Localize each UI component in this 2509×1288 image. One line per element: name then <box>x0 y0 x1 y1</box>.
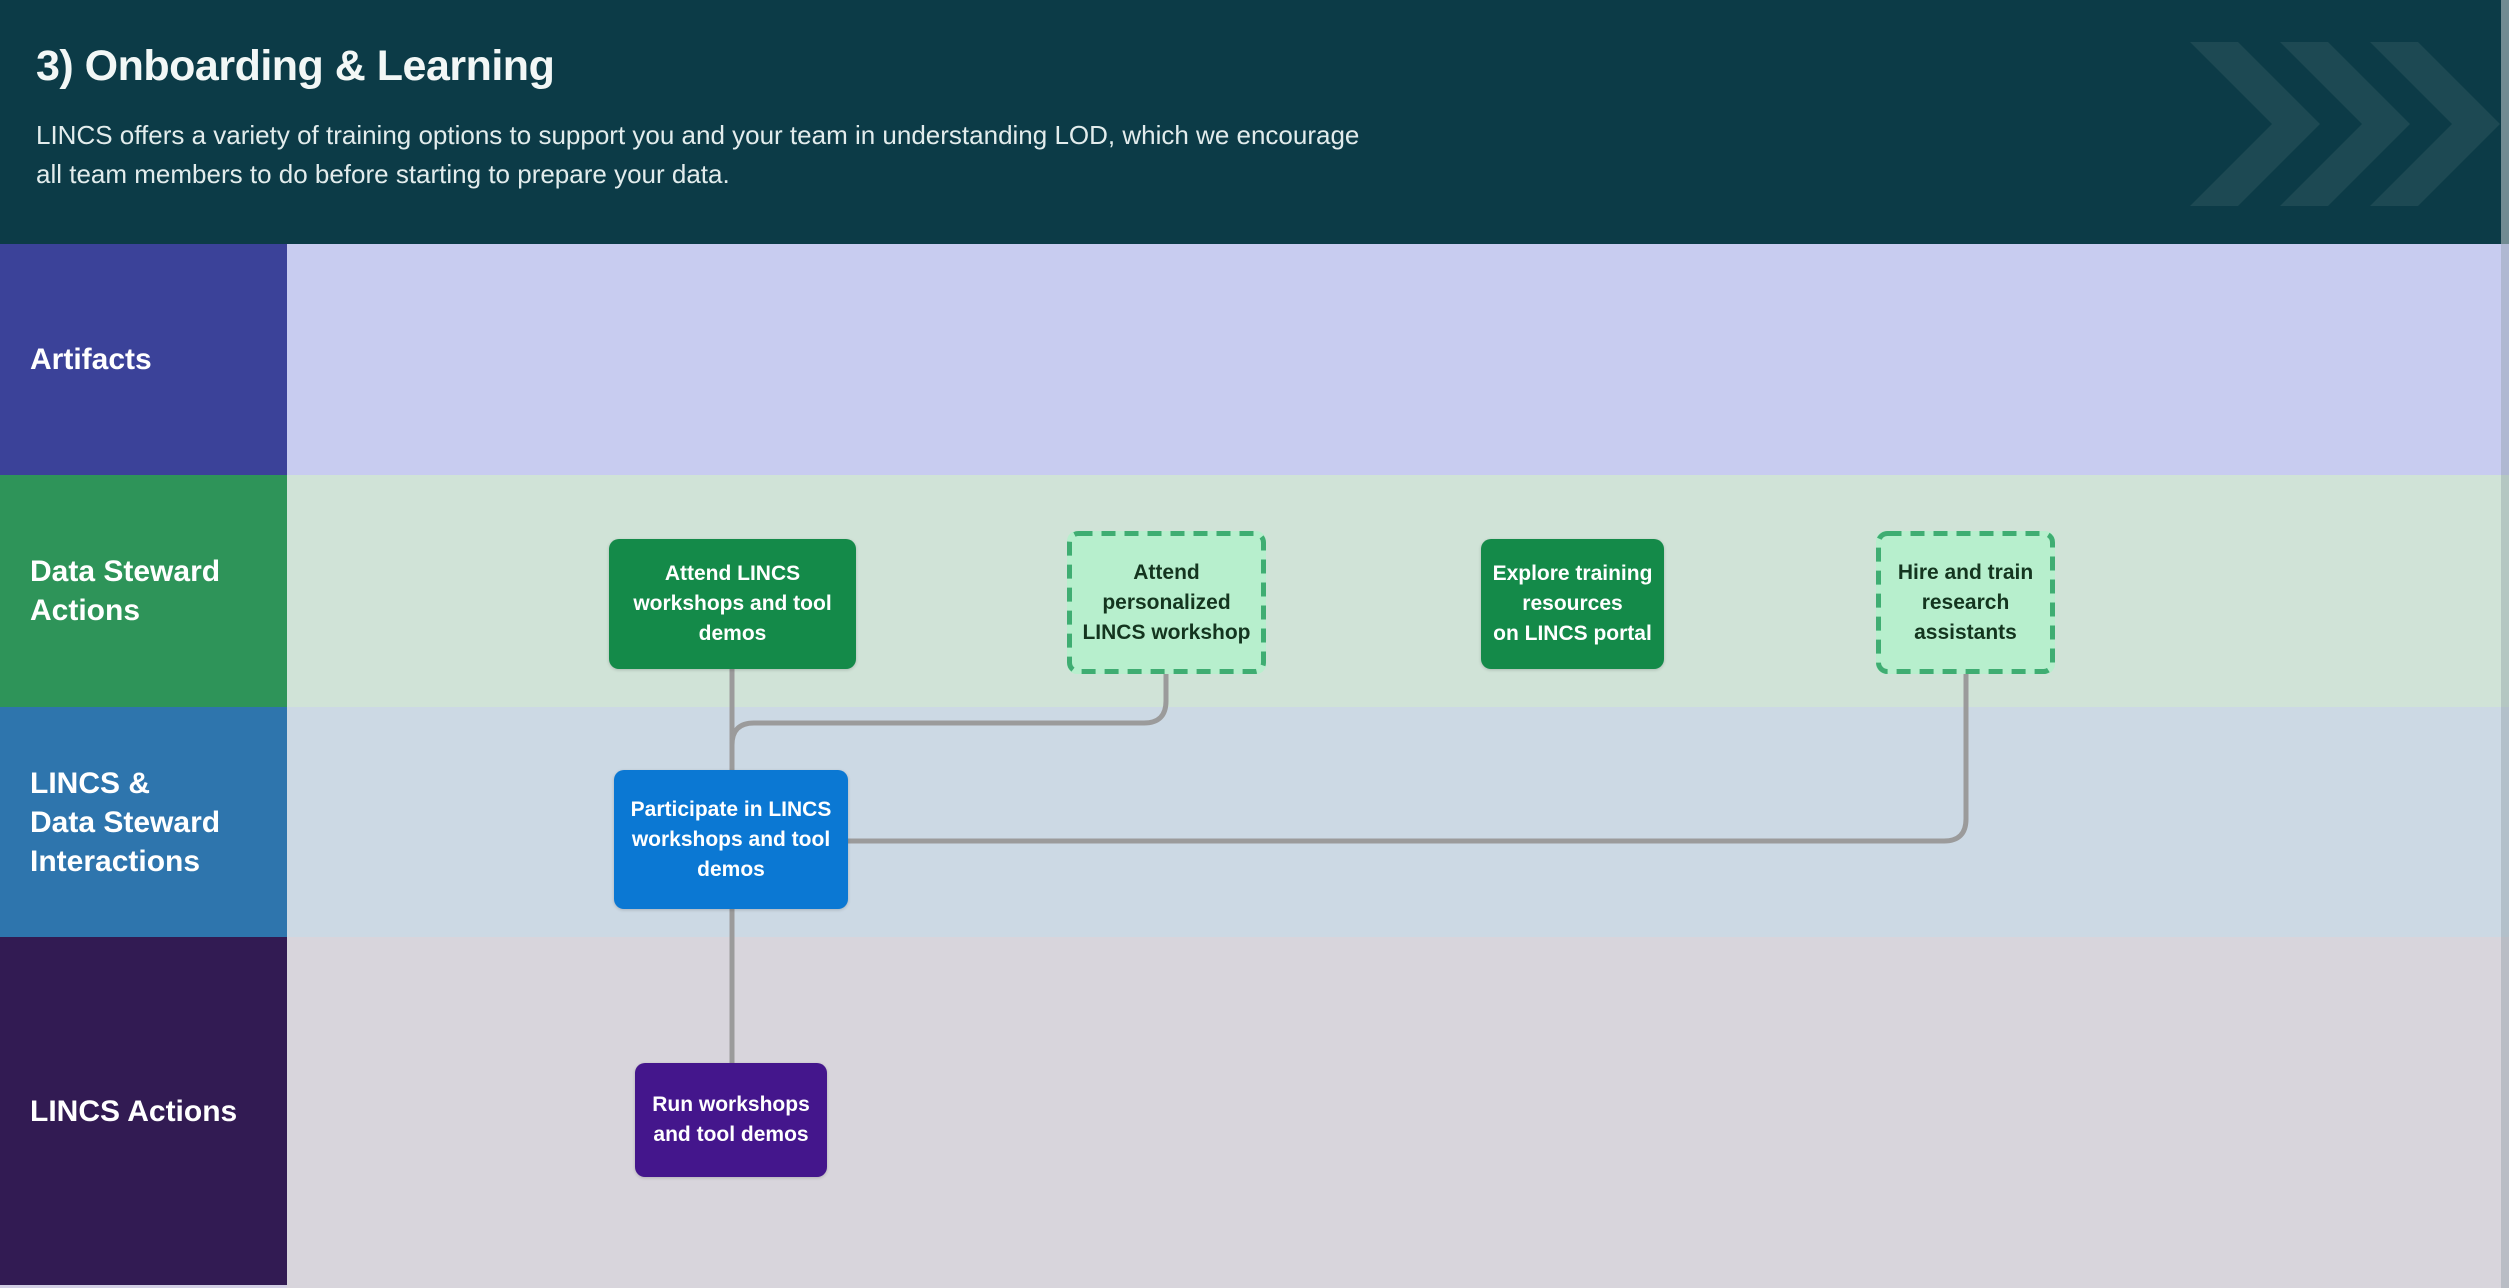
scrollbar-thumb[interactable] <box>2501 0 2509 244</box>
row-artifacts-background <box>287 244 2509 475</box>
node-text-line: Participate in LINCS <box>630 797 832 821</box>
lane-label-line: Data Steward <box>30 555 221 588</box>
connector-hire-train-to-participate <box>845 671 1969 844</box>
node-text-line: resources <box>1522 592 1623 615</box>
chevron-arrows-icon <box>2190 42 2500 206</box>
node-attend-lincs-workshops: Attend LINCS workshops and tool demos <box>609 539 856 669</box>
node-text-line: Hire and train <box>1897 560 2034 584</box>
node-run-workshops-and-tool-demos: Run workshops and tool demos <box>635 1063 827 1177</box>
lane-label-line: LINCS & <box>30 766 150 800</box>
node-text-line: Attend <box>1133 560 1200 584</box>
lane-label-lincs-actions: LINCS Actions <box>0 937 287 1285</box>
node-text-line: Run workshops <box>652 1093 810 1116</box>
lane-label-line: Actions <box>30 594 141 627</box>
node-text-line: on LINCS portal <box>1493 622 1652 645</box>
lane-label-line: Artifacts <box>30 343 152 376</box>
node-participate-in-lincs-workshops: Participate in LINCS workshops and tool … <box>614 770 848 909</box>
node-text-line: LINCS workshop <box>1082 620 1251 644</box>
page-title: 3) Onboarding & Learning <box>36 42 555 90</box>
node-text-line: personalized <box>1102 590 1231 614</box>
node-attend-personalized-workshop: Attend personalized LINCS workshop <box>1067 531 1266 674</box>
node-explore-training-resources: Explore training resources on LINCS port… <box>1481 539 1664 669</box>
lane-label-line: Data Steward <box>30 805 221 839</box>
lane-label-lincs-data-steward-interactions: LINCS & Data Steward Interactions <box>0 707 287 937</box>
lane-label-artifacts: Artifacts <box>0 244 287 475</box>
node-hire-train-research-assistants: Hire and train research assistants <box>1876 531 2055 674</box>
node-text-line: Attend LINCS <box>664 562 801 585</box>
connector-attend-personalized-to-participate <box>729 671 1169 773</box>
lane-label-data-steward-actions: Data Steward Actions <box>0 475 287 707</box>
page-subtitle: LINCS offers a variety of training optio… <box>36 120 1360 189</box>
vertical-scrollbar[interactable] <box>2501 0 2509 1288</box>
lane-label-line: Interactions <box>30 844 201 878</box>
node-text-line: research <box>1921 590 2010 614</box>
node-text-line: Explore training <box>1492 562 1653 585</box>
node-text-line: assistants <box>1914 620 2017 644</box>
node-text-line: workshops and tool <box>633 592 832 615</box>
node-text-line: demos <box>697 857 765 881</box>
sidebar-bottom-strip <box>0 1285 287 1288</box>
lane-label-line: LINCS Actions <box>30 1094 238 1128</box>
node-text-line: workshops and tool <box>631 827 831 851</box>
header-banner: 3) Onboarding & Learning LINCS offers a … <box>0 0 2509 244</box>
node-text-line: and tool demos <box>653 1123 809 1146</box>
node-text-line: demos <box>698 622 767 645</box>
